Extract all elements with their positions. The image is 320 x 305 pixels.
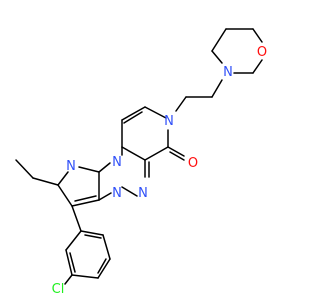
atom-label-chlorine: Cl xyxy=(52,282,65,297)
bond xyxy=(65,249,73,276)
bond xyxy=(121,106,146,121)
bond xyxy=(71,274,99,279)
bond xyxy=(211,28,227,52)
bond xyxy=(102,234,111,260)
atom-label-n-pyrazole-2: N xyxy=(112,155,122,170)
bond xyxy=(211,79,223,98)
bond xyxy=(80,230,104,236)
bond xyxy=(144,106,167,119)
bond xyxy=(74,195,97,202)
molecule-canvas: O N N O N N N N Cl xyxy=(15,28,267,297)
bond xyxy=(71,199,100,207)
atom-label-o-morpholine: O xyxy=(257,45,267,60)
atom-label-n-morpholine: N xyxy=(223,65,233,80)
bond xyxy=(65,230,82,251)
bond xyxy=(69,252,76,273)
bond xyxy=(169,151,185,161)
bond xyxy=(123,111,143,124)
bond xyxy=(97,258,111,279)
bond xyxy=(98,162,111,173)
bond xyxy=(252,59,263,74)
bond xyxy=(57,184,73,207)
bond xyxy=(78,166,100,173)
atom-label-n-pyridinone: N xyxy=(164,114,174,129)
bond xyxy=(175,96,187,112)
bond xyxy=(84,234,102,239)
bond xyxy=(97,258,107,274)
atom-label-o-carbonyl: O xyxy=(188,156,198,171)
bond xyxy=(32,177,59,186)
bond xyxy=(15,159,34,179)
bond xyxy=(64,274,73,285)
atom-label-n-triazine-2: N xyxy=(138,186,148,201)
bond xyxy=(167,146,185,157)
atom-label-n-triazine-1: N xyxy=(112,186,122,201)
bond xyxy=(98,192,112,201)
atom-label-n-pyrazole-1: N xyxy=(66,159,76,174)
molecule-structure: O N N O N N N N Cl xyxy=(15,28,267,297)
bond xyxy=(144,146,169,161)
bond xyxy=(211,50,223,64)
bond xyxy=(57,171,69,186)
bond xyxy=(121,146,146,161)
bond xyxy=(71,205,82,232)
bond xyxy=(121,186,138,197)
bond xyxy=(252,28,263,43)
